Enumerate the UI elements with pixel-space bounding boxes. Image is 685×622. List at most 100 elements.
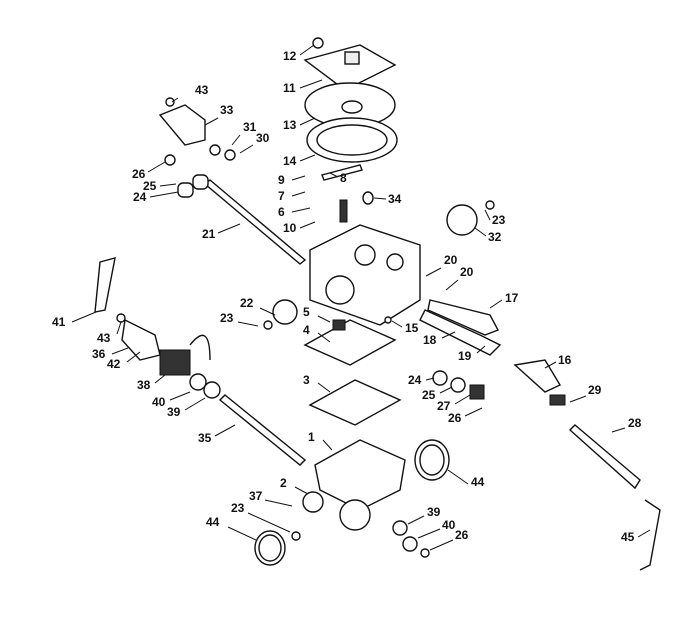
part-number-label: 23: [220, 311, 234, 325]
leader-line: [317, 382, 331, 393]
part-number-label: 2: [280, 476, 287, 490]
part-number-label: 20: [460, 265, 474, 279]
spring-38: [159, 349, 191, 376]
shaft-35: [218, 394, 307, 466]
part-number-label: 23: [231, 501, 245, 515]
part-number-label: 20: [444, 253, 458, 267]
part-number-label: 43: [97, 331, 111, 345]
gasket-3: [308, 379, 402, 426]
part-number-label: 26: [448, 411, 462, 425]
part-number-label: 29: [588, 383, 602, 397]
leader-line: [407, 515, 425, 525]
part-number-label: 34: [388, 192, 402, 206]
part-number-label: 35: [198, 431, 212, 445]
part-number-label: 42: [107, 357, 121, 371]
leader-line: [447, 469, 469, 485]
part-number-label: 44: [206, 515, 220, 529]
part-number-label: 36: [92, 347, 106, 361]
leader-line: [484, 209, 491, 221]
leader-line: [217, 223, 241, 234]
leader-line: [184, 397, 206, 411]
part-number-label: 5: [303, 305, 310, 319]
part-number-label: 12: [283, 49, 297, 63]
leader-line: [291, 175, 306, 181]
leader-line: [439, 386, 453, 394]
part-number-label: 25: [422, 388, 436, 402]
leader-line: [299, 221, 316, 229]
leader-line: [264, 499, 293, 507]
part-number-label: 15: [405, 321, 419, 335]
part-number-label: 39: [167, 405, 181, 419]
part-number-label: 11: [283, 81, 296, 95]
leader-line: [237, 321, 259, 327]
leader-lines: [71, 44, 651, 551]
leader-line: [299, 117, 316, 126]
leader-line: [637, 529, 651, 538]
part-number-label: 9: [278, 173, 285, 187]
leader-line: [169, 391, 191, 401]
needle-16: [513, 359, 561, 393]
leader-line: [204, 117, 219, 126]
part-number-label: 26: [455, 528, 469, 542]
part-number-label: 40: [152, 395, 166, 409]
leader-line: [247, 512, 291, 533]
part-number-label: 1: [308, 430, 315, 444]
lever-41: [94, 257, 116, 313]
leader-line: [464, 407, 483, 417]
part-number-label: 13: [283, 118, 297, 132]
part-number-label: 37: [249, 489, 263, 503]
needle-19: [419, 309, 502, 356]
part-number-label: 22: [240, 296, 254, 310]
part-number-label: 24: [133, 190, 147, 204]
part-number-label: 43: [195, 83, 209, 97]
part-number-label: 28: [628, 416, 642, 430]
part-number-label: 4: [303, 323, 310, 337]
leader-line: [299, 79, 323, 89]
part-number-label: 8: [340, 171, 347, 185]
part-number-label: 7: [278, 189, 285, 203]
part-number-label: 30: [256, 131, 270, 145]
part-drawings: [94, 37, 661, 571]
part-number-label: 19: [458, 349, 472, 363]
leader-line: [476, 345, 486, 354]
part-number-label: 41: [52, 315, 66, 329]
leader-line: [214, 424, 236, 437]
part-number-label: 31: [243, 120, 257, 134]
part-number-label: 18: [423, 333, 437, 347]
lever-part-33: [158, 104, 206, 146]
part-number-label: 25: [143, 179, 157, 193]
leader-line: [154, 374, 166, 384]
leader-line: [227, 526, 257, 541]
carburetor-body: [309, 224, 421, 326]
part-number-label: 39: [427, 505, 441, 519]
part-number-label: 33: [220, 103, 234, 117]
leader-line: [322, 439, 333, 451]
cover-cap: [344, 51, 360, 65]
part-number-label: 24: [408, 373, 422, 387]
leader-line: [425, 267, 442, 277]
pump-body-1: [314, 439, 406, 511]
leader-line: [231, 134, 241, 146]
needle-17: [427, 299, 499, 336]
leader-line: [111, 347, 129, 355]
part-number-label: 6: [278, 205, 285, 219]
part-number-label: 16: [558, 353, 572, 367]
part-number-label: 17: [505, 291, 519, 305]
part-number-label: 21: [202, 227, 216, 241]
leader-line: [569, 395, 587, 403]
leader-line: [391, 320, 403, 328]
part-number-label: 44: [471, 475, 485, 489]
leader-line: [329, 172, 339, 178]
leader-line: [159, 183, 177, 187]
plate-22: [272, 299, 298, 325]
part-number-label: 32: [488, 230, 502, 244]
spring-part: [339, 199, 348, 223]
plate-part-32: [446, 204, 478, 236]
leader-line: [116, 321, 122, 335]
gasket-4: [303, 319, 397, 366]
leader-line: [299, 44, 315, 56]
part-number-label: 14: [283, 154, 297, 168]
leader-line: [454, 394, 471, 405]
